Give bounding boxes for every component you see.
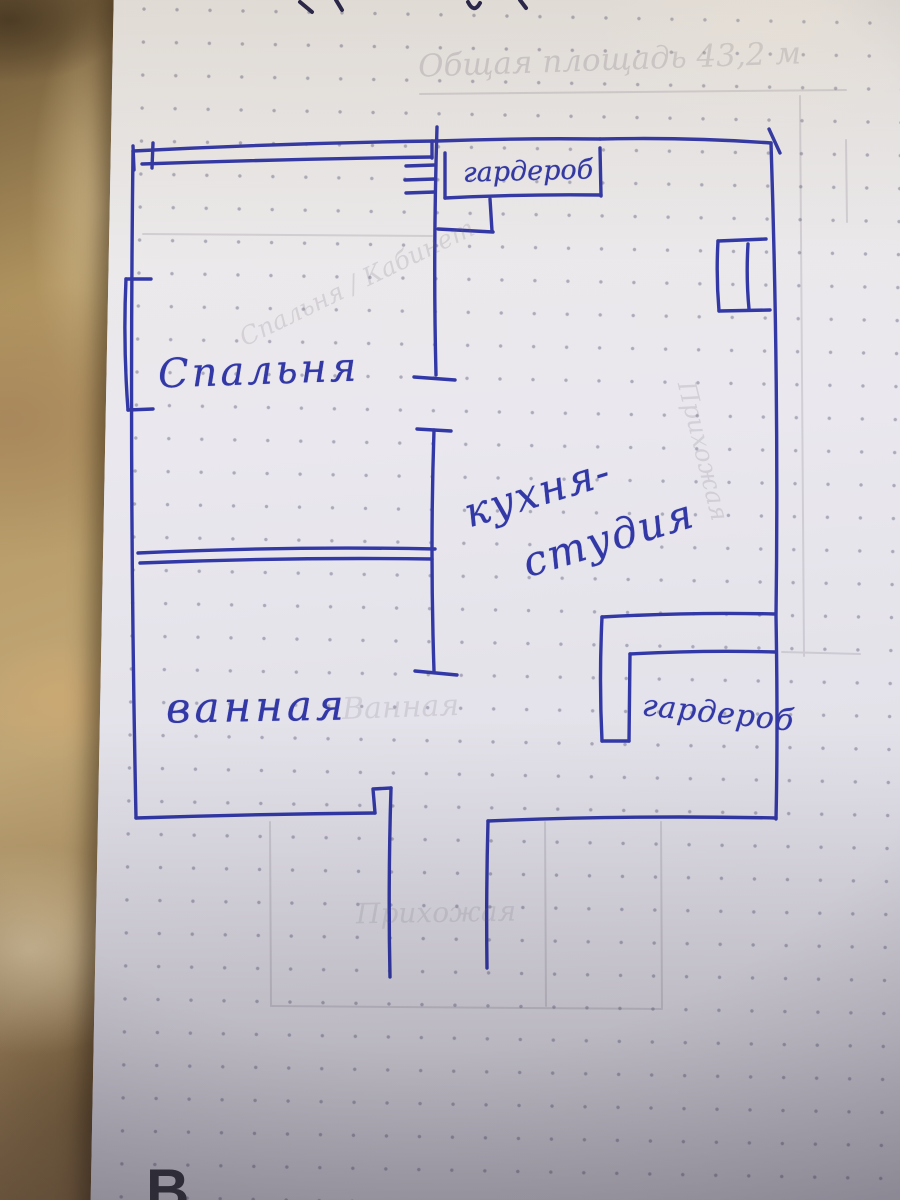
- cut-off-writing-top: [298, 0, 528, 14]
- pencil-bathroom: Ванная: [341, 687, 460, 728]
- page-corner-letter: B: [146, 1157, 192, 1200]
- outer-walls: [129, 127, 782, 979]
- label-bathroom: ванная: [165, 680, 349, 733]
- wardrobe-right-walls: [598, 611, 777, 743]
- door-hatch-marks: [403, 163, 437, 195]
- label-wardrobe-top: гардероб: [462, 154, 594, 189]
- interior-walls: [136, 125, 495, 677]
- wardrobe-top-box: [443, 146, 603, 200]
- pencil-draft-lines: [142, 89, 861, 1010]
- pencil-hallway-bottom: Прихожая: [355, 894, 517, 931]
- right-wall-closet: [715, 237, 772, 313]
- label-bedroom: Спальня: [157, 344, 361, 398]
- bedroom-window: [123, 277, 155, 412]
